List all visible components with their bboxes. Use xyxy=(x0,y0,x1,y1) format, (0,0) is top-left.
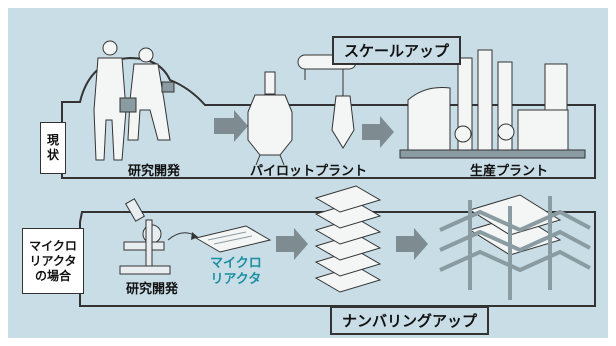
arrow-1 xyxy=(214,110,248,142)
microscope-icon xyxy=(119,198,171,275)
scale-up-tag: スケールアップ xyxy=(332,36,462,65)
row-label-current: 現 状 xyxy=(40,122,66,174)
caption-microreactor: マイクロ リアクタ xyxy=(210,256,262,288)
numbered-up-network-icon xyxy=(439,194,591,300)
caption-lab-top: 研究開発 xyxy=(128,164,181,179)
arrow-3 xyxy=(276,228,308,260)
caption-pilot-plant: パイロットプラント xyxy=(250,164,368,179)
numbering-up-tag: ナンバリングアップ xyxy=(330,306,490,335)
caption-lab-bottom: 研究開発 xyxy=(126,282,179,297)
microreactor-chip-icon xyxy=(194,225,272,253)
stacked-chips-icon xyxy=(314,185,382,293)
row-label-microreactor: マイクロ リアクタ の場合 xyxy=(22,228,84,294)
arrow-2 xyxy=(362,116,394,148)
researchers-icon xyxy=(93,40,175,161)
production-plant-icon xyxy=(399,49,586,159)
arrow-4 xyxy=(396,228,428,260)
caption-production-plant: 生産プラント xyxy=(470,164,549,179)
